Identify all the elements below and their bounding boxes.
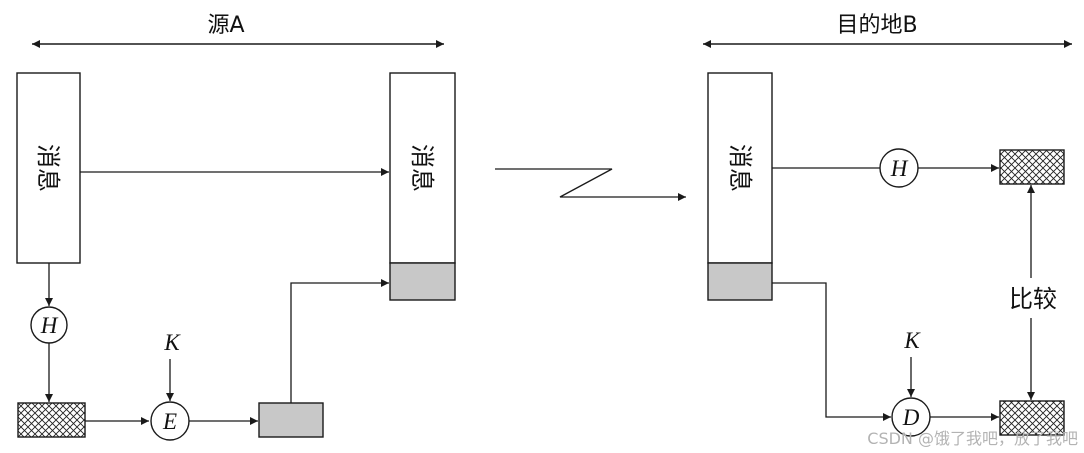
source-title: 源A	[207, 13, 244, 38]
received-message-label: 消息	[726, 144, 754, 192]
sent-message-label: 消息	[408, 144, 436, 192]
mac-to-decrypt-arrow	[772, 282, 891, 421]
computed-digest-block	[999, 149, 1065, 185]
decrypted-digest-block	[999, 400, 1065, 436]
received-message-box	[707, 72, 773, 264]
dest-hash-label: H	[890, 156, 909, 181]
dest-title: 目的地B	[836, 13, 917, 38]
received-mac-block	[707, 262, 773, 301]
source-mac-block	[258, 402, 324, 438]
sent-mac-block	[389, 262, 456, 301]
watermark: CSDN @饿了我吧，放了我吧	[867, 429, 1078, 448]
decrypt-label: D	[902, 405, 920, 430]
dest-key-label: K	[903, 328, 921, 353]
source-hash-label: H	[40, 313, 59, 338]
compare-label: 比较	[1009, 285, 1057, 313]
source-message-label: 消息	[34, 144, 62, 192]
sent-message-box	[389, 72, 456, 264]
encrypt-label: E	[162, 409, 177, 434]
transmission-arrow	[495, 168, 686, 201]
source-digest-block	[17, 402, 86, 438]
source-key-label: K	[163, 330, 181, 355]
mac-to-message-arrow	[290, 279, 389, 403]
